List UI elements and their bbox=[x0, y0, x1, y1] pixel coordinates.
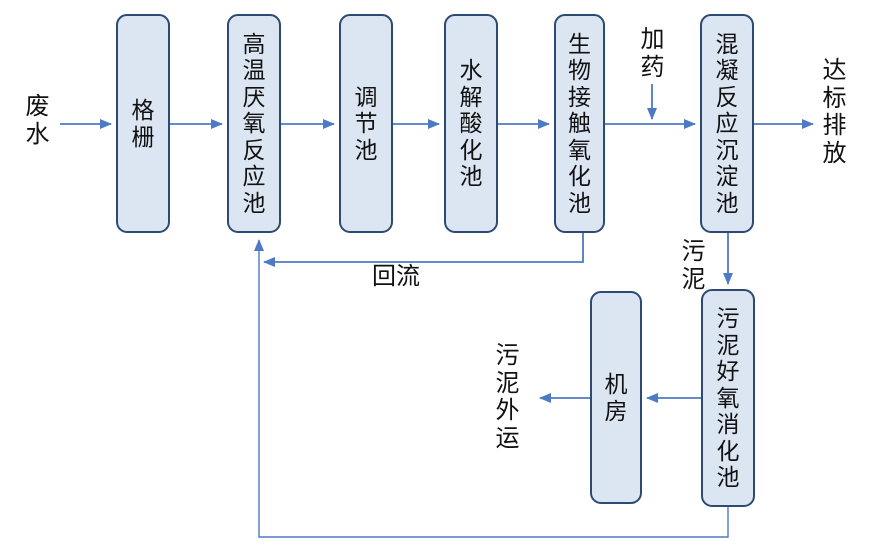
box-sludge-aerobic-digestion-tank-label: 污泥好氧消化池 bbox=[716, 305, 740, 491]
box-hydrolysis-acidification-tank-label: 水解酸化池 bbox=[459, 57, 483, 190]
box-coagulation-sedimentation-tank: 混凝反应沉淀池 bbox=[700, 14, 754, 233]
box-grid: 格栅 bbox=[116, 14, 170, 233]
sludge-out-label: 污泥外运 bbox=[495, 342, 520, 452]
box-regulating-tank: 调节池 bbox=[339, 14, 393, 233]
box-coagulation-sedimentation-tank-label: 混凝反应沉淀池 bbox=[715, 30, 739, 216]
reflux-label: 回流 bbox=[372, 263, 420, 290]
discharge-label: 达标排放 bbox=[822, 57, 847, 167]
influent-label: 废水 bbox=[25, 93, 50, 148]
box-biological-contact-oxidation-tank: 生物接触氧化池 bbox=[554, 14, 605, 233]
box-anaerobic-reactor: 高温厌氧反应池 bbox=[227, 14, 281, 233]
box-grid-label: 格栅 bbox=[131, 97, 155, 150]
arrow-reflux-biocontact-to-anaerobic bbox=[263, 233, 584, 267]
sludge-label: 污泥 bbox=[681, 238, 706, 293]
box-anaerobic-reactor-label: 高温厌氧反应池 bbox=[242, 30, 266, 216]
box-machine-room: 机房 bbox=[590, 291, 642, 504]
box-machine-room-label: 机房 bbox=[604, 371, 628, 424]
box-regulating-tank-label: 调节池 bbox=[354, 83, 378, 163]
dosing-label: 加药 bbox=[640, 26, 665, 81]
arrow-sludge-return-to-anaerobic bbox=[254, 239, 729, 538]
box-hydrolysis-acidification-tank: 水解酸化池 bbox=[444, 14, 498, 233]
box-sludge-aerobic-digestion-tank: 污泥好氧消化池 bbox=[701, 289, 755, 507]
box-biological-contact-oxidation-tank-label: 生物接触氧化池 bbox=[568, 30, 591, 216]
